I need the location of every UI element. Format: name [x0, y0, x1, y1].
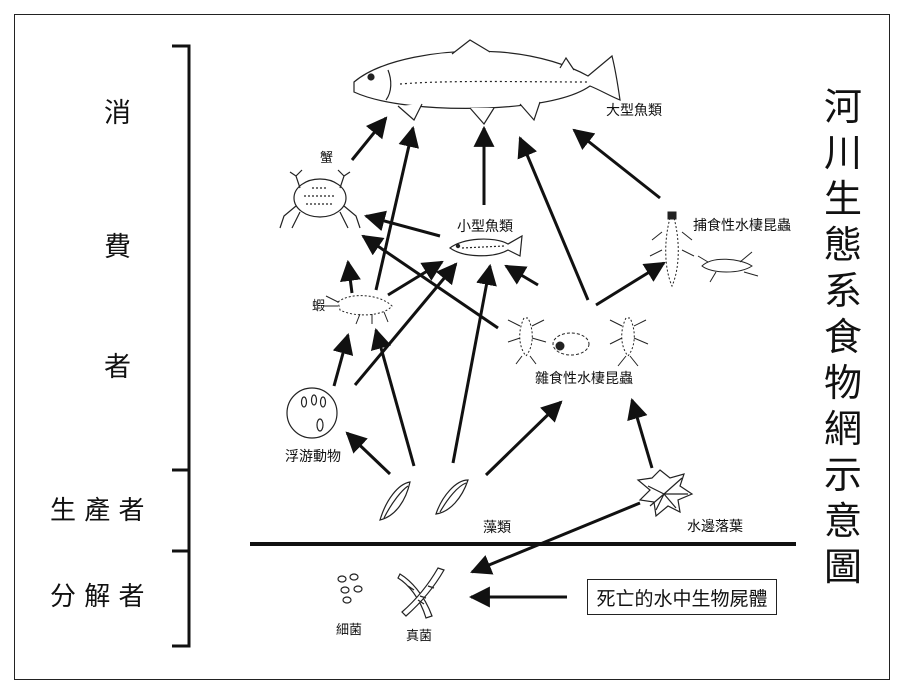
zooplankton-label: 浮游動物	[285, 449, 341, 465]
bacteria-illustration	[337, 573, 363, 604]
consumer-label-1: 消	[104, 98, 131, 129]
omnivorous-insect-illustration	[507, 317, 649, 367]
algae-label: 藻類	[483, 520, 511, 536]
shrimp-illustration	[324, 295, 393, 325]
fungi-label: 真菌	[406, 629, 433, 644]
large-fish-label: 大型魚類	[606, 103, 662, 119]
algae-illustration	[379, 479, 469, 521]
predatory-insect-illustration	[649, 211, 759, 288]
crab-label: 蟹	[320, 151, 334, 166]
bacteria-label: 細菌	[336, 623, 363, 638]
crab-illustration	[279, 169, 361, 229]
dead-organisms-box: 死亡的水中生物屍體	[587, 579, 777, 615]
producer-label: 生 產 者	[50, 496, 145, 526]
small-fish-label: 小型魚類	[457, 219, 513, 235]
diagram-title: 河川生態系食物網示意圖	[823, 85, 862, 589]
small-fish-illustration	[449, 234, 523, 257]
fallen-leaves-label: 水邊落葉	[687, 519, 743, 535]
predatory-insect-label: 捕食性水棲昆蟲	[693, 218, 791, 234]
large-fish-illustration	[353, 39, 621, 126]
consumer-label-2: 費	[104, 232, 131, 263]
zooplankton-illustration	[286, 387, 338, 439]
food-arrows	[332, 116, 666, 608]
trophic-bracket	[172, 44, 191, 648]
consumer-label-3: 者	[104, 352, 131, 383]
omnivorous-insect-label: 雜食性水棲昆蟲	[535, 371, 633, 387]
decomposer-label: 分 解 者	[50, 582, 145, 612]
shrimp-label: 蝦	[312, 299, 326, 314]
leaf-illustration	[636, 469, 694, 518]
fungi-illustration	[397, 567, 445, 619]
diagram-frame	[14, 14, 890, 680]
